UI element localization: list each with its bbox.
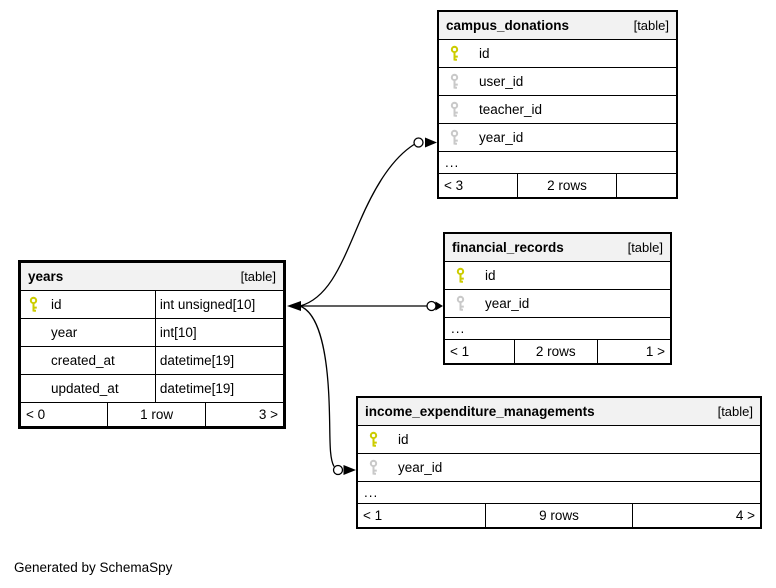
more-columns-ellipsis: ... [445, 318, 670, 340]
column-name: id [51, 297, 62, 312]
table-name: income_expenditure_managements [365, 404, 595, 419]
more-columns-ellipsis: ... [358, 482, 760, 504]
table-header: years [table] [21, 263, 283, 291]
relationship-years-campus_donations [299, 137, 437, 307]
column-row-created_at: created_at datetime[19] [21, 347, 283, 375]
column-name: year_id [398, 460, 443, 475]
column-name: year [51, 325, 78, 340]
foreign-key-icon [368, 459, 379, 476]
footer-implied-children: 3 > [258, 407, 278, 422]
table-name: campus_donations [446, 18, 570, 33]
table-name: years [28, 269, 64, 284]
column-type: int unsigned[10] [154, 291, 283, 318]
footer-implied-parents: < 1 [450, 344, 470, 359]
column-type: int[10] [154, 319, 283, 346]
column-name: created_at [51, 353, 115, 368]
column-name: id [485, 268, 496, 283]
column-row-id: id [358, 426, 760, 454]
table-name: financial_records [452, 240, 564, 255]
footer-row-count: 9 rows [484, 504, 634, 527]
arrowhead-income_expenditure_managements [343, 465, 356, 475]
table-footer: < 3 2 rows [439, 174, 676, 197]
column-name: updated_at [51, 381, 119, 396]
column-name: year_id [479, 130, 524, 145]
primary-key-icon [368, 431, 379, 448]
table-tag: [table] [240, 269, 276, 284]
arrowhead-campus_donations [425, 137, 437, 148]
column-name: id [398, 432, 409, 447]
relationship-years-financial_records [300, 300, 443, 312]
more-columns-ellipsis: ... [439, 152, 676, 174]
table-tag: [table] [633, 18, 669, 33]
column-row-updated_at: updated_at datetime[19] [21, 375, 283, 403]
column-name: teacher_id [479, 102, 543, 117]
footer-implied-parents: < 1 [363, 508, 383, 523]
zero-circle-terminator [332, 464, 344, 476]
column-row-teacher_id: teacher_id [439, 96, 676, 124]
primary-key-icon [455, 267, 466, 284]
table-footer: < 0 1 row 3 > [21, 403, 283, 426]
column-type: datetime[19] [154, 347, 283, 374]
primary-key-icon [28, 296, 39, 313]
table-columns: id year_id [445, 262, 670, 318]
table-columns: id user_id teacher_id year_id [439, 40, 676, 152]
footer-implied-parents: < 3 [444, 178, 464, 193]
table-tag: [table] [627, 240, 663, 255]
entity-table-income_expenditure_managements[interactable]: income_expenditure_managements [table] i… [356, 396, 762, 529]
table-header: income_expenditure_managements [table] [358, 398, 760, 426]
column-row-year: year int[10] [21, 319, 283, 347]
table-header: campus_donations [table] [439, 12, 676, 40]
footer-row-count: 2 rows [517, 174, 617, 197]
zero-circle-terminator [426, 300, 437, 312]
column-row-user_id: user_id [439, 68, 676, 96]
column-row-id: id int unsigned[10] [21, 291, 283, 319]
column-row-id: id [445, 262, 670, 290]
column-row-year_id: year_id [439, 124, 676, 152]
arrowhead-financial_records [435, 301, 443, 311]
column-row-year_id: year_id [358, 454, 760, 482]
table-tag: [table] [717, 404, 753, 419]
table-header: financial_records [table] [445, 234, 670, 262]
generated-by-label: Generated by SchemaSpy [14, 560, 173, 575]
primary-key-icon [449, 45, 460, 62]
relationship-years-income_expenditure_managements [299, 305, 356, 476]
table-columns: id year_id [358, 426, 760, 482]
footer-implied-children: 4 > [735, 508, 755, 523]
foreign-key-icon [449, 101, 460, 118]
footer-implied-parents: < 0 [26, 407, 46, 422]
entity-table-years[interactable]: years [table] id int unsigned[10] year int[… [18, 260, 286, 429]
relationship-tail-arrow-years [287, 301, 301, 311]
zero-circle-terminator [413, 137, 424, 148]
table-footer: < 1 2 rows 1 > [445, 340, 670, 363]
footer-row-count: 1 row [107, 403, 206, 426]
footer-implied-children: 1 > [645, 344, 665, 359]
foreign-key-icon [455, 295, 466, 312]
foreign-key-icon [449, 73, 460, 90]
column-name: year_id [485, 296, 530, 311]
footer-row-count: 2 rows [513, 340, 598, 363]
column-row-year_id: year_id [445, 290, 670, 318]
column-name: user_id [479, 74, 524, 89]
column-type: datetime[19] [154, 375, 283, 402]
footer-implied-children [617, 174, 676, 197]
table-footer: < 1 9 rows 4 > [358, 504, 760, 527]
column-name: id [479, 46, 490, 61]
column-row-id: id [439, 40, 676, 68]
foreign-key-icon [449, 129, 460, 146]
